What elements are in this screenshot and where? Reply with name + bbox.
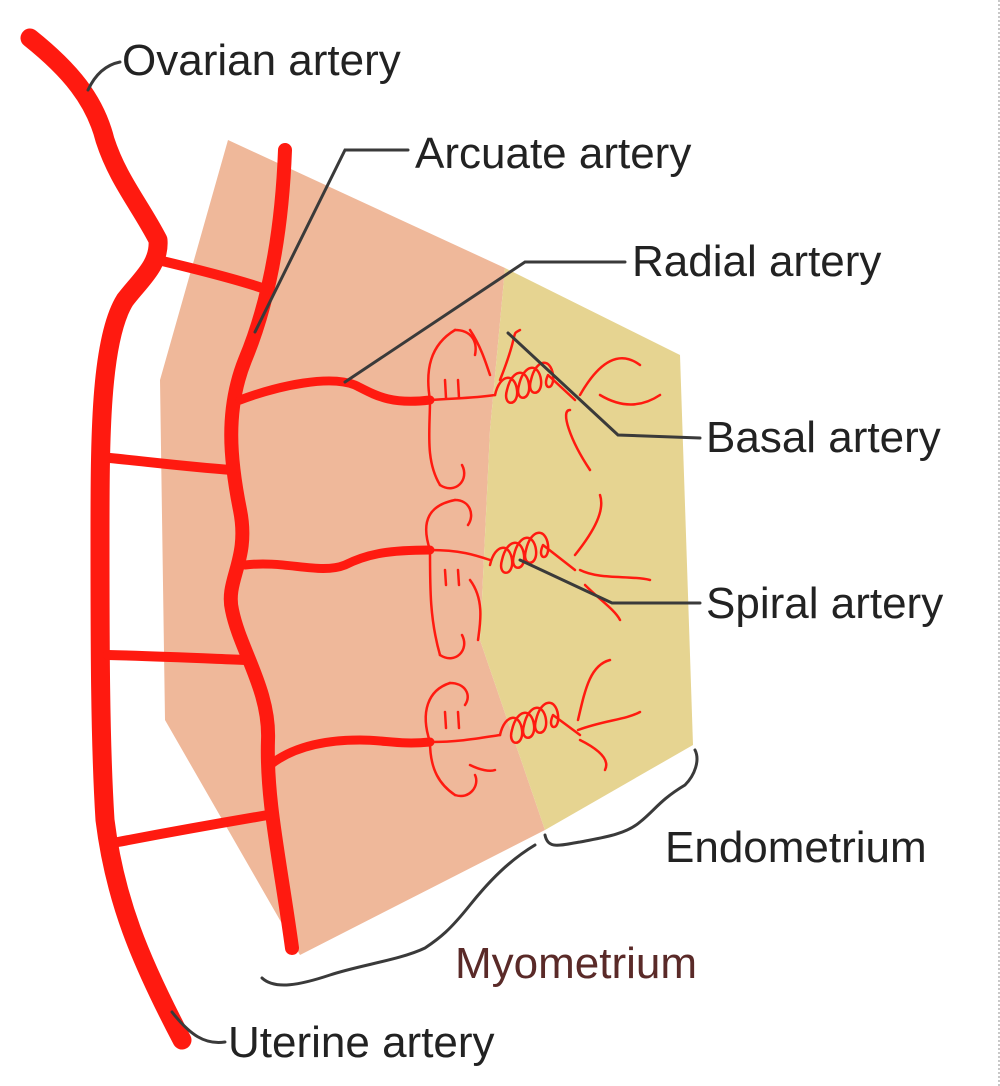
brace-myometrium — [260, 843, 537, 987]
radial-artery-1 — [235, 376, 435, 406]
leader-arcuate-artery — [253, 148, 410, 334]
leader-spiral-artery — [518, 558, 702, 605]
radial-arteries — [235, 376, 435, 770]
label-spiral-artery: Spiral artery — [706, 579, 943, 628]
label-radial-artery: Radial artery — [632, 237, 881, 286]
leader-basal-artery — [506, 331, 702, 440]
main-arteries — [20, 28, 299, 1050]
label-ovarian-artery: Ovarian artery — [122, 36, 401, 85]
small-branches — [424, 328, 662, 798]
leader-lines — [86, 60, 702, 1045]
ovarian-uterine-artery — [20, 28, 192, 1050]
label-uterine-artery: Uterine artery — [228, 1018, 495, 1067]
right-border — [996, 0, 1000, 1086]
label-myometrium: Myometrium — [455, 939, 697, 988]
brace-endometrium — [543, 748, 699, 847]
arcuate-artery — [223, 143, 299, 955]
spiral-coil-2 — [488, 531, 577, 574]
connector-1 — [153, 255, 273, 295]
leader-radial-artery — [343, 260, 627, 384]
label-endometrium: Endometrium — [665, 823, 927, 872]
radial-artery-3 — [265, 735, 435, 770]
leader-ovarian-artery — [86, 60, 122, 92]
connector-2 — [105, 453, 237, 475]
leader-uterine-artery — [170, 1010, 227, 1045]
label-basal-artery: Basal artery — [706, 413, 941, 462]
spiral-coil-1 — [493, 361, 577, 404]
label-arcuate-artery: Arcuate artery — [415, 129, 691, 178]
spiral-coil-3 — [498, 701, 582, 744]
connector-3 — [103, 650, 250, 665]
radial-artery-2 — [240, 545, 435, 574]
endometrium-layer — [480, 268, 693, 830]
connector-4 — [113, 810, 273, 847]
